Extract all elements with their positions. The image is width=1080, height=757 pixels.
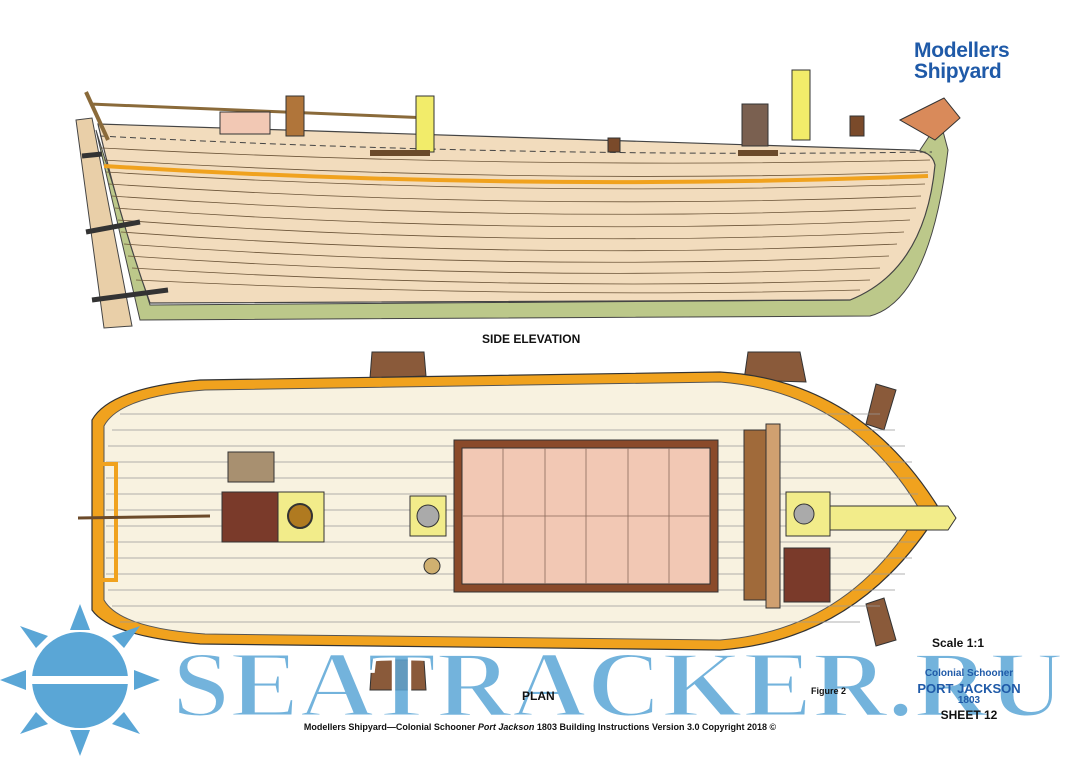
logo-line-2: Shipyard (914, 60, 1002, 83)
logo-line-1: Modellers (914, 39, 1010, 62)
figure-label: Figure 2 (811, 686, 847, 696)
watermark-sun-logo (0, 604, 160, 756)
side-elevation-caption: SIDE ELEVATION (482, 332, 581, 346)
scale-label: Scale 1:1 (932, 636, 985, 650)
vessel-name: PORT JACKSON (917, 681, 1021, 696)
sheet-number: SHEET 12 (940, 708, 998, 722)
footer-copyright: Modellers Shipyard—Colonial Schooner Por… (0, 722, 1080, 732)
side-elevation-drawing (75, 69, 961, 329)
plan-caption: PLAN (522, 689, 555, 703)
vessel-year: 1803 (957, 695, 981, 706)
footer-text-before: Modellers Shipyard—Colonial Schooner (303, 722, 478, 732)
plan-drawing (77, 351, 957, 691)
modellers-shipyard-logo: Modellers Shipyard (914, 40, 1054, 82)
footer-text-after: 1803 Building Instructions Version 3.0 C… (534, 722, 777, 732)
vessel-type: Colonial Schooner (924, 668, 1014, 679)
watermark-text: SEATRACKER.RU (172, 633, 1064, 737)
footer-vessel-italic: Port Jackson (477, 722, 535, 732)
